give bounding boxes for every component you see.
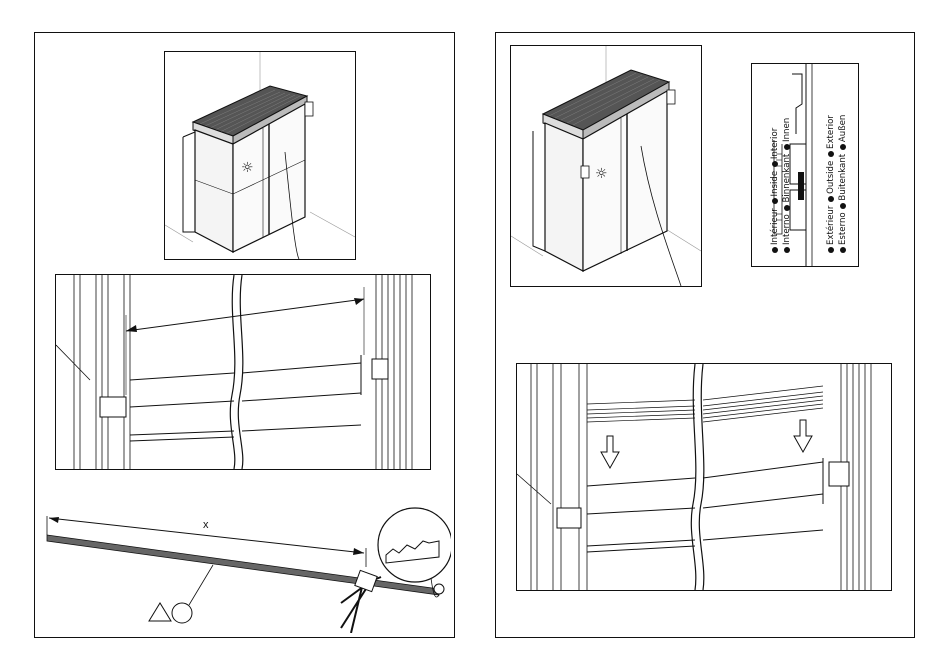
cabin-drawing: ☼ bbox=[165, 52, 355, 259]
measure-detail-panel bbox=[55, 274, 431, 470]
bullet-icon bbox=[784, 205, 790, 211]
bullet-icon bbox=[772, 198, 778, 204]
bullet-icon bbox=[828, 247, 834, 253]
cabin-overview-panel: ☼ bbox=[164, 51, 356, 260]
strip-insertion-drawing bbox=[517, 364, 891, 590]
insert-strip-panel bbox=[516, 363, 892, 591]
bullet-icon bbox=[828, 151, 834, 157]
cut-strip-drawing bbox=[41, 483, 451, 633]
length-label: x bbox=[203, 519, 209, 531]
right-instruction-page: ☼ Intérieur Inside Interior Intern bbox=[495, 32, 915, 638]
legend-inside-row-2: Interno Binnenkant Innen bbox=[780, 78, 794, 254]
cabin-overview-panel-2: ☼ bbox=[510, 45, 702, 287]
bullet-icon bbox=[840, 144, 846, 150]
frame-measure-drawing bbox=[56, 275, 430, 469]
bullet-icon bbox=[840, 203, 846, 209]
svg-text:☼: ☼ bbox=[241, 160, 254, 176]
cabin-drawing-2: ☼ bbox=[511, 46, 701, 286]
bullet-icon bbox=[784, 144, 790, 150]
left-instruction-page: ☼ bbox=[34, 32, 455, 638]
bullet-icon bbox=[772, 161, 778, 167]
bullet-icon bbox=[828, 196, 834, 202]
bullet-icon bbox=[840, 247, 846, 253]
legend-outside-row-2: Esterno Buitenkant Außen bbox=[836, 78, 850, 254]
orientation-legend: Intérieur Inside Interior Interno Binnen… bbox=[751, 63, 859, 267]
bullet-icon bbox=[784, 247, 790, 253]
svg-text:☼: ☼ bbox=[595, 166, 608, 182]
bullet-icon bbox=[772, 247, 778, 253]
